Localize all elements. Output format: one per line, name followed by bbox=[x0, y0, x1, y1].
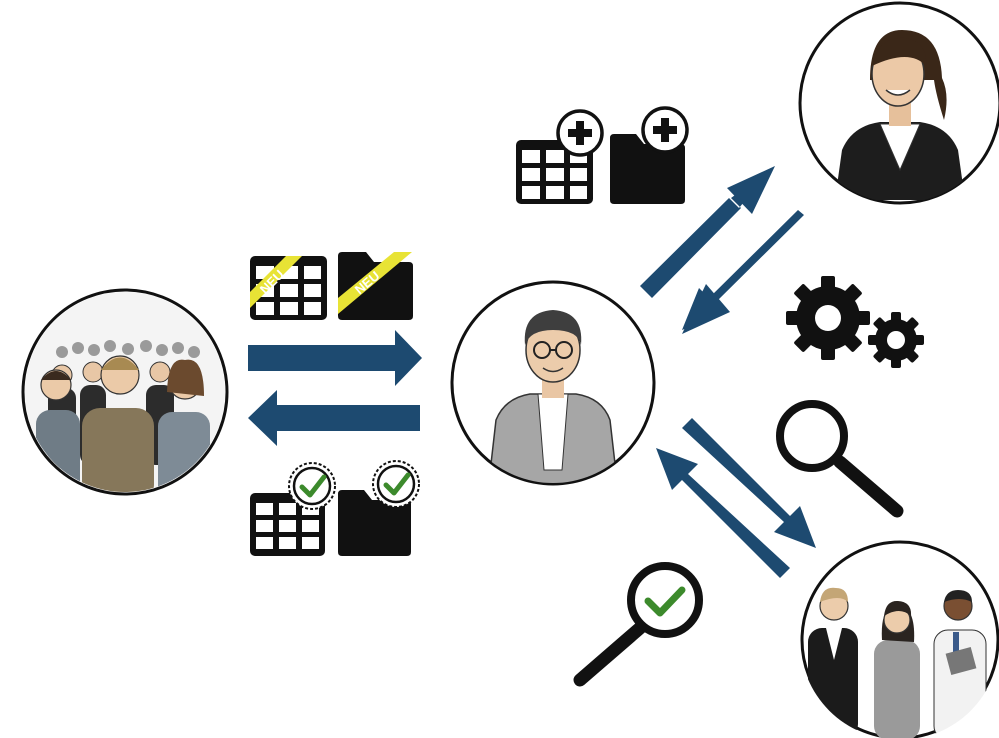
man-portrait-icon bbox=[450, 280, 656, 486]
arrow-to-left bbox=[248, 390, 420, 446]
approved-folder-icon bbox=[338, 460, 420, 556]
arrow-from-bottom-right bbox=[656, 448, 790, 578]
woman-portrait-icon bbox=[798, 1, 999, 205]
add-folder-plus-icon bbox=[641, 106, 689, 154]
gears-icon bbox=[786, 276, 924, 368]
new-folder-icon: NEU bbox=[338, 252, 413, 320]
approved-folder-check-icon bbox=[372, 460, 420, 508]
crowd-portrait-icon bbox=[21, 288, 229, 496]
approved-table-check-icon bbox=[288, 462, 336, 510]
arrow-to-top-right bbox=[640, 166, 775, 298]
add-table-icon bbox=[516, 109, 604, 204]
new-table-icon: NEU bbox=[250, 256, 327, 320]
approved-table-icon bbox=[250, 462, 336, 556]
arrow-from-top-right bbox=[682, 210, 804, 334]
add-folder-icon bbox=[610, 106, 689, 204]
add-table-plus-icon bbox=[556, 109, 604, 157]
team-portrait-icon bbox=[800, 540, 999, 738]
magnifier-icon bbox=[776, 400, 904, 518]
arrow-to-right bbox=[248, 330, 422, 386]
magnifier-check-icon bbox=[573, 562, 703, 687]
arrow-to-bottom-right bbox=[682, 418, 816, 548]
